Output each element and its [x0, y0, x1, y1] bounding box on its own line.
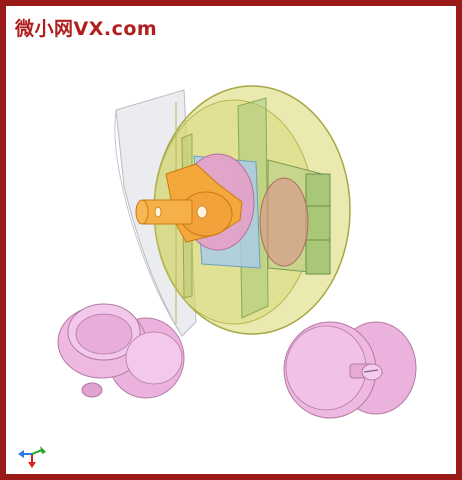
- axis-triad-icon: [18, 446, 46, 468]
- cad-viewport[interactable]: [6, 6, 456, 474]
- right-rail-stack: [259, 159, 331, 275]
- orange-crank[interactable]: [135, 163, 243, 243]
- pink-cup-disc-part[interactable]: [57, 303, 185, 399]
- watermark-logo: 微小网VX.com: [15, 18, 158, 40]
- pink-double-disc-with-pin[interactable]: [283, 321, 417, 419]
